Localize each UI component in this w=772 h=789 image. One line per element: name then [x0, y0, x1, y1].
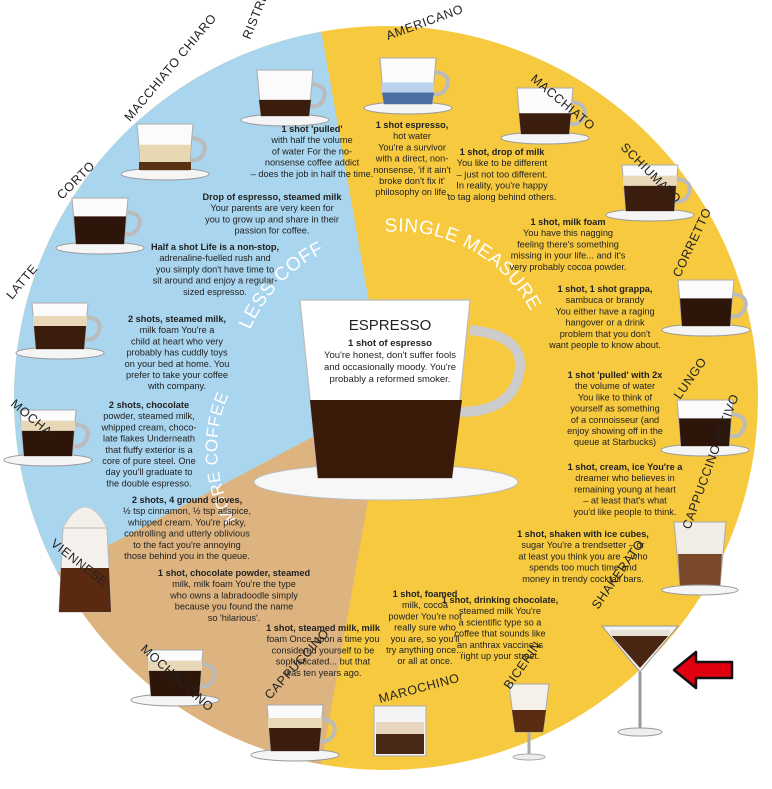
americano-cup-icon [363, 57, 453, 115]
espresso-title: ESPRESSO [349, 317, 432, 334]
macchiato-cup-icon [500, 87, 590, 145]
ristretto-cup-icon [240, 69, 330, 127]
bicerin-cup-icon [508, 683, 550, 761]
corto-cup-icon [55, 197, 145, 255]
shakerato-cup-icon [600, 625, 680, 737]
mocha-cup-icon [3, 409, 93, 467]
less-coffee-sector [14, 31, 386, 573]
drink-desc-shakerato: 1 shot, shaken with ice cubes,sugar You'… [517, 529, 649, 584]
latte-cup-icon [15, 302, 105, 360]
drink-desc-corto: Half a shot Life is a non-stop,adrenalin… [151, 242, 279, 297]
drink-name-ristretto: RISTRETTO [240, 0, 281, 41]
mochaccino-cup-icon [130, 649, 220, 707]
drink-desc-bicerin: 1 shot, drinking chocolate,steamed milk … [442, 595, 558, 661]
viennese-cup-icon [58, 506, 112, 613]
marochino-cup-icon [373, 705, 427, 757]
corretto-cup-icon [661, 279, 751, 337]
schiumato-cup-icon [605, 164, 695, 222]
cappuccino-estivo-cup-icon [661, 521, 739, 596]
drink-desc-latte: 2 shots, steamed milk,milk foam You're a… [125, 314, 230, 391]
drink-desc-viennese: 2 shots, 4 ground cloves,½ tsp cinnamon,… [123, 495, 251, 561]
red-arrow-icon [672, 650, 734, 690]
lungo-cup-icon [660, 399, 750, 457]
cappuccino-cup-icon [250, 704, 340, 762]
macchiato-chiaro-cup-icon [120, 123, 210, 181]
